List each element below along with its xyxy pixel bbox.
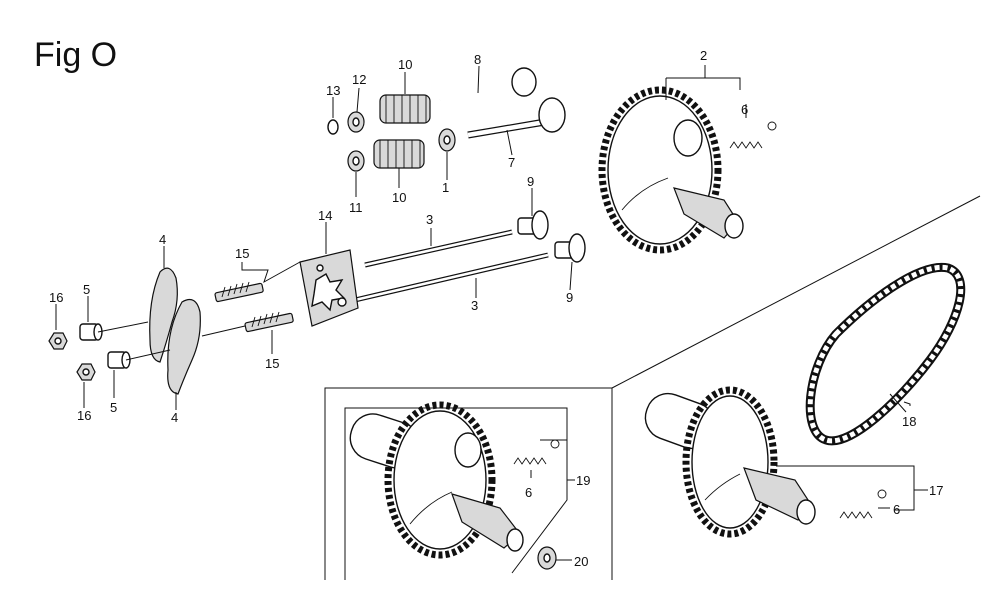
valve-seat-washer-1 bbox=[438, 128, 456, 152]
rocker-pivot-5-upper bbox=[79, 323, 103, 341]
callout-labels: 1 2 3 3 4 4 5 5 6 6 6 7 8 9 9 10 10 11 1… bbox=[49, 48, 943, 569]
exhaust-valve bbox=[467, 97, 566, 139]
callout-6-right: 6 bbox=[893, 502, 900, 517]
washer-20 bbox=[537, 546, 557, 570]
rocker-arm-lower bbox=[167, 299, 201, 395]
callout-2: 2 bbox=[700, 48, 707, 63]
camshaft-gear-right bbox=[644, 386, 816, 538]
rocker-pivot-5-lower bbox=[107, 351, 131, 369]
callout-3-lower: 3 bbox=[471, 298, 478, 313]
callout-17: 17 bbox=[929, 483, 943, 498]
valve-cotter-13 bbox=[327, 119, 339, 135]
callout-15-lower: 15 bbox=[265, 356, 279, 371]
decompressor-spring-6-right bbox=[839, 489, 887, 519]
callout-11: 11 bbox=[349, 200, 363, 215]
callout-13: 13 bbox=[326, 83, 340, 98]
callout-1: 1 bbox=[442, 180, 449, 195]
callout-20: 20 bbox=[574, 554, 588, 569]
decompressor-spring-6-top bbox=[729, 121, 777, 149]
rocker-arm-upper bbox=[149, 267, 178, 363]
camshaft-gear-top bbox=[598, 86, 744, 254]
callout-10-upper: 10 bbox=[398, 57, 412, 72]
callout-16-upper: 16 bbox=[49, 290, 63, 305]
tappet-upper bbox=[517, 210, 549, 240]
leader-lines bbox=[55, 65, 928, 574]
callout-9-upper: 9 bbox=[527, 174, 534, 189]
callout-14: 14 bbox=[318, 208, 332, 223]
callout-10-lower: 10 bbox=[392, 190, 406, 205]
push-rod-upper bbox=[364, 229, 513, 268]
rocker-nut-16-upper bbox=[48, 332, 68, 350]
timing-chain bbox=[805, 262, 966, 446]
rocker-pivot-bolt-lower bbox=[244, 311, 294, 333]
valve-retainer-11 bbox=[347, 150, 365, 172]
valve-retainer-12 bbox=[347, 111, 365, 133]
rocker-nut-16-lower bbox=[76, 363, 96, 381]
callout-9-lower: 9 bbox=[566, 290, 573, 305]
callout-5-lower: 5 bbox=[110, 400, 117, 415]
callout-19: 19 bbox=[576, 473, 590, 488]
decompressor-spring-6-inset bbox=[513, 439, 560, 465]
tappet-lower bbox=[554, 233, 586, 263]
intake-valve bbox=[439, 67, 537, 102]
push-rod-lower bbox=[354, 252, 549, 303]
valve-spring-lower bbox=[373, 139, 425, 169]
callout-18: 18 bbox=[902, 414, 916, 429]
callout-4-lower: 4 bbox=[171, 410, 178, 425]
camshaft-gear-inset bbox=[349, 401, 524, 559]
inset-frame-19 bbox=[324, 387, 613, 580]
valve-spring-upper bbox=[379, 94, 431, 124]
figure-title: Fig O bbox=[34, 36, 117, 74]
callout-8: 8 bbox=[474, 52, 481, 67]
callout-4-upper: 4 bbox=[159, 232, 166, 247]
callout-6-top: 6 bbox=[741, 102, 748, 117]
callout-15-upper: 15 bbox=[235, 246, 249, 261]
callout-3-upper: 3 bbox=[426, 212, 433, 227]
callout-6-inset: 6 bbox=[525, 485, 532, 500]
callout-12: 12 bbox=[352, 72, 366, 87]
callout-5-upper: 5 bbox=[83, 282, 90, 297]
push-rod-guide-plate bbox=[299, 249, 359, 327]
callout-16-lower: 16 bbox=[77, 408, 91, 423]
callout-7: 7 bbox=[508, 155, 515, 170]
rocker-pivot-bolt-upper bbox=[214, 281, 264, 303]
